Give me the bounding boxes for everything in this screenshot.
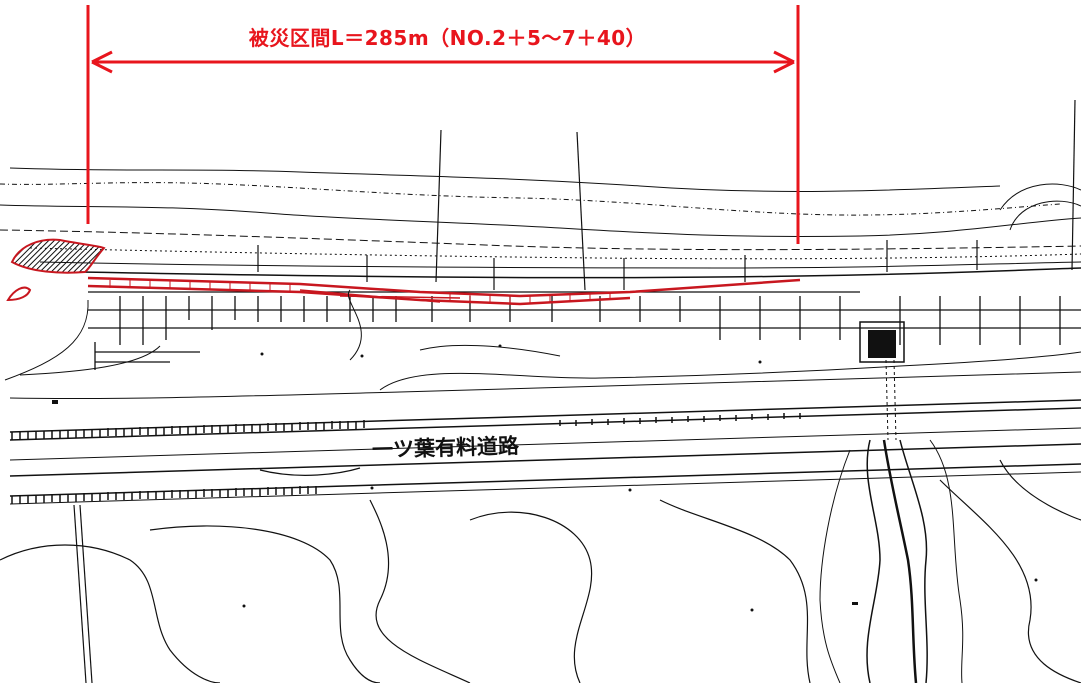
- toll-road-label: 一ツ葉有料道路: [371, 433, 520, 462]
- road-edge-ticks: [11, 413, 801, 504]
- ravine-stream: [819, 359, 964, 683]
- survey-stakes: [257, 99, 1076, 291]
- elevation-markers: [52, 344, 1038, 612]
- armor-block-grid: [88, 291, 1081, 370]
- contour-lines-lower: [0, 459, 1081, 683]
- damage-section-label: 被災区間L＝285m（NO.2＋5～7＋40）: [248, 26, 647, 50]
- boundary-lines: [73, 504, 93, 683]
- damage-section-line: [87, 276, 801, 306]
- damaged-area-hatch: [6, 238, 106, 302]
- damage-hatch-markings: [109, 280, 611, 304]
- contour-lines-upper: [0, 167, 1081, 279]
- drain-structure: [859, 321, 905, 363]
- damage-section-dimension: [86, 5, 800, 244]
- toll-road: [9, 399, 1081, 505]
